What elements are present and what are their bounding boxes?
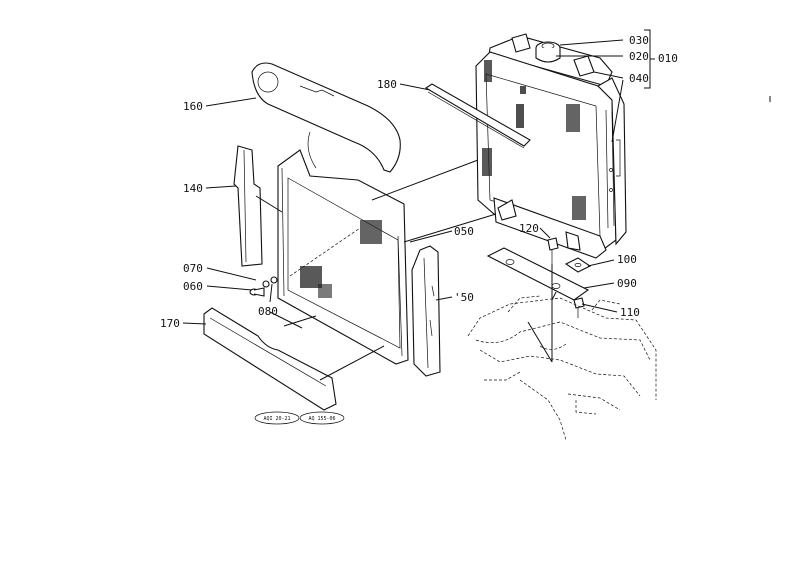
fastener-group	[249, 276, 278, 297]
tractor-frame-outline	[467, 295, 657, 441]
clip-part	[564, 257, 592, 273]
callout-170: 170	[160, 317, 180, 330]
callout-100: 100	[617, 253, 637, 266]
support-plate	[486, 247, 590, 301]
callout-160: 160	[183, 100, 203, 113]
callout-leaders	[182, 29, 655, 325]
upper-shroud-cover	[251, 62, 401, 173]
callout-090: 090	[617, 277, 637, 290]
reference-stamps: AQI 20-21 AQ 155-06	[254, 411, 345, 425]
callout-150: '50	[454, 291, 474, 304]
callout-030: 030	[629, 34, 649, 47]
stamp-left-oval	[254, 411, 300, 425]
bolt-110	[573, 297, 585, 318]
stamp-right-oval	[299, 411, 345, 425]
left-side-seal	[233, 145, 263, 267]
bolt-120	[547, 237, 559, 264]
lower-seal	[203, 307, 337, 411]
right-side-seal	[411, 245, 441, 377]
callout-010: 010	[658, 52, 678, 65]
stamp-right-text: AQ 155-06	[308, 416, 335, 422]
callout-050: 050	[454, 225, 474, 238]
fan-shroud-plate	[277, 149, 409, 365]
callout-120: 120	[519, 222, 539, 235]
callout-020: 020	[629, 50, 649, 63]
alignment-lines	[255, 159, 557, 381]
callout-140: 140	[183, 182, 203, 195]
stamp-left-text: AQI 20-21	[263, 416, 290, 422]
callout-110: 110	[620, 306, 640, 319]
callout-060: 060	[183, 280, 203, 293]
radiator-assembly	[475, 33, 627, 259]
callout-040: 040	[629, 72, 649, 85]
callout-180: 180	[377, 78, 397, 91]
callout-070: 070	[183, 262, 203, 275]
callout-080: 080	[258, 305, 278, 318]
upper-seal-strip	[424, 83, 531, 149]
